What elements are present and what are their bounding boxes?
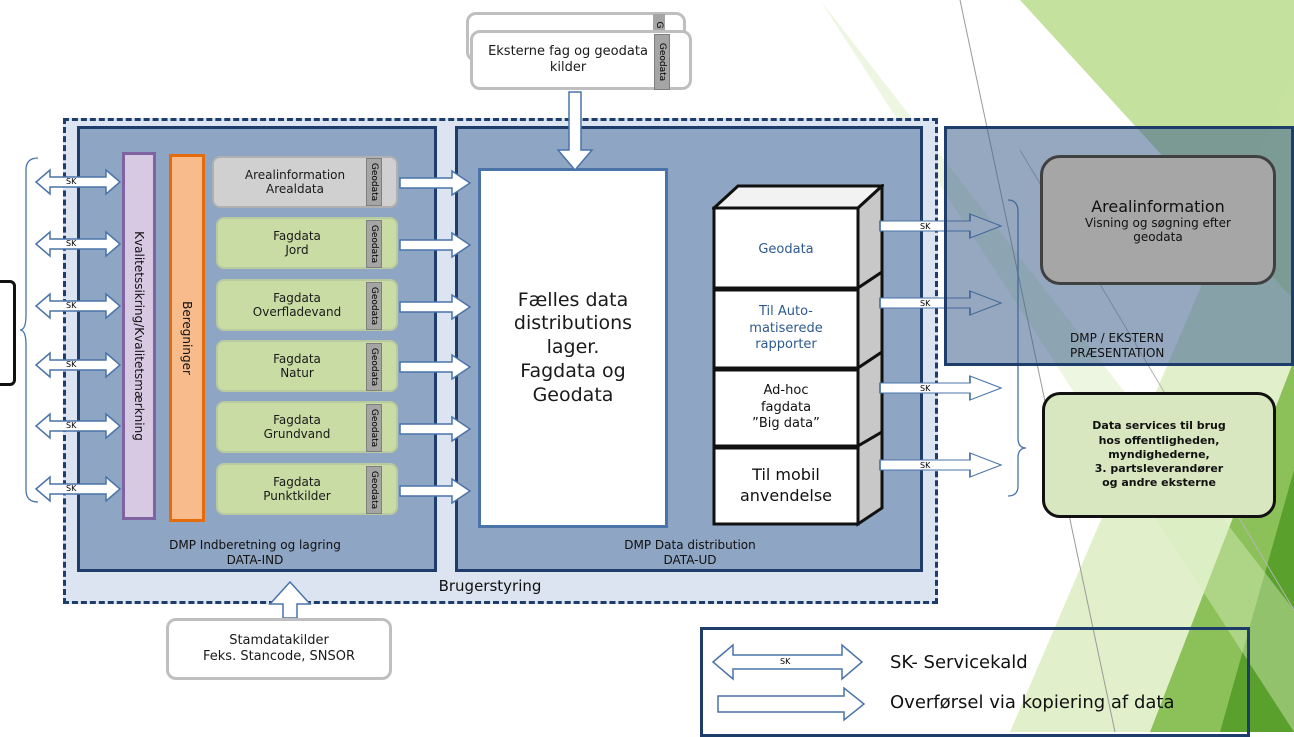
store-line3: lager.	[546, 336, 600, 359]
stamdata-line2: Feks. Stancode, SNSOR	[203, 649, 355, 664]
arealinformation-box: Arealinformation Visning og søgning efte…	[1040, 155, 1276, 285]
data-box-line1: Fagdata	[273, 474, 321, 489]
left-brace	[19, 157, 39, 503]
quality-assurance-bar: Kvalitetssikring/Kvalitetsmærkning	[122, 152, 156, 520]
store-line5: Geodata	[532, 383, 614, 406]
sk-label: SK	[66, 177, 77, 186]
store-line2: distributions	[513, 312, 633, 335]
arealinfo-title: Arealinformation	[1091, 196, 1225, 216]
data-box-line2: Overfladevand	[252, 305, 342, 319]
output-cubes	[712, 184, 884, 527]
legend-sk-text: SK- Servicekald	[890, 652, 1028, 673]
sk-label: SK	[66, 239, 77, 248]
sk-label: SK	[66, 360, 77, 369]
cube-label-geodata: Geodata	[758, 241, 814, 257]
geodata-tag: Geodata	[366, 158, 382, 206]
data-ind-caption: DMP Indberetning og lagring DATA-IND	[169, 538, 341, 567]
left-partial-box	[0, 280, 16, 386]
stamdata-line1: Stamdatakilder	[229, 633, 329, 649]
data-box-line1: Fagdata	[273, 412, 321, 427]
data-ud-caption: DMP Data distribution DATA-UD	[624, 538, 756, 567]
geodata-tag: Geodata	[366, 282, 382, 330]
shared-data-store: Fælles data distributions lager. Fagdata…	[478, 168, 668, 528]
data-box-line1: Fagdata	[273, 228, 321, 243]
user-management-label: Brugerstyring	[438, 577, 542, 595]
data-services-box: Data services til brug hos offentlighede…	[1042, 392, 1276, 518]
data-box-line1: Fagdata	[273, 351, 321, 366]
data-box-line1: Arealinformation	[244, 167, 346, 182]
geodata-tag: Geodata	[366, 466, 382, 514]
sk-label: SK	[920, 461, 931, 470]
cube-geodata	[712, 184, 884, 291]
legend-sk-label: SK	[780, 657, 791, 666]
external-geodata-tag: Geodata	[654, 34, 670, 90]
sk-label: SK	[920, 384, 931, 393]
geodata-tag: Geodata	[366, 343, 382, 391]
external-title: Eksterne fag og geodata kilder	[488, 44, 648, 75]
presentation-panel-label: DMP / EKSTERN PRÆSENTATION	[1070, 331, 1165, 360]
sk-label: SK	[920, 299, 931, 308]
sk-label: SK	[66, 484, 77, 493]
sk-label: SK	[66, 301, 77, 310]
legend-box	[700, 627, 1250, 737]
geodata-tag: Geodata	[366, 220, 382, 268]
data-box-line2: Natur	[280, 366, 314, 380]
data-box-line2: Punktkilder	[263, 489, 331, 503]
store-line1: Fælles data	[517, 288, 629, 311]
data-box-line2: Jord	[285, 243, 309, 257]
cube-adhoc	[712, 349, 884, 449]
cube-automated-reports	[712, 269, 884, 371]
store-line4: Fagdata og	[520, 359, 626, 382]
sk-label: SK	[920, 222, 931, 231]
data-box-line2: Grundvand	[263, 427, 331, 441]
master-data-sources-box: Stamdatakilder Feks. Stancode, SNSOR	[166, 618, 392, 680]
legend-copy-text: Overførsel via kopiering af data	[890, 692, 1175, 713]
sk-label: SK	[66, 421, 77, 430]
data-box-line1: Fagdata	[273, 290, 321, 305]
data-box-line2: Arealdata	[266, 182, 324, 196]
calculations-bar: Beregninger	[169, 154, 205, 522]
geodata-tag: Geodata	[366, 404, 382, 452]
cube-mobile	[712, 429, 884, 527]
